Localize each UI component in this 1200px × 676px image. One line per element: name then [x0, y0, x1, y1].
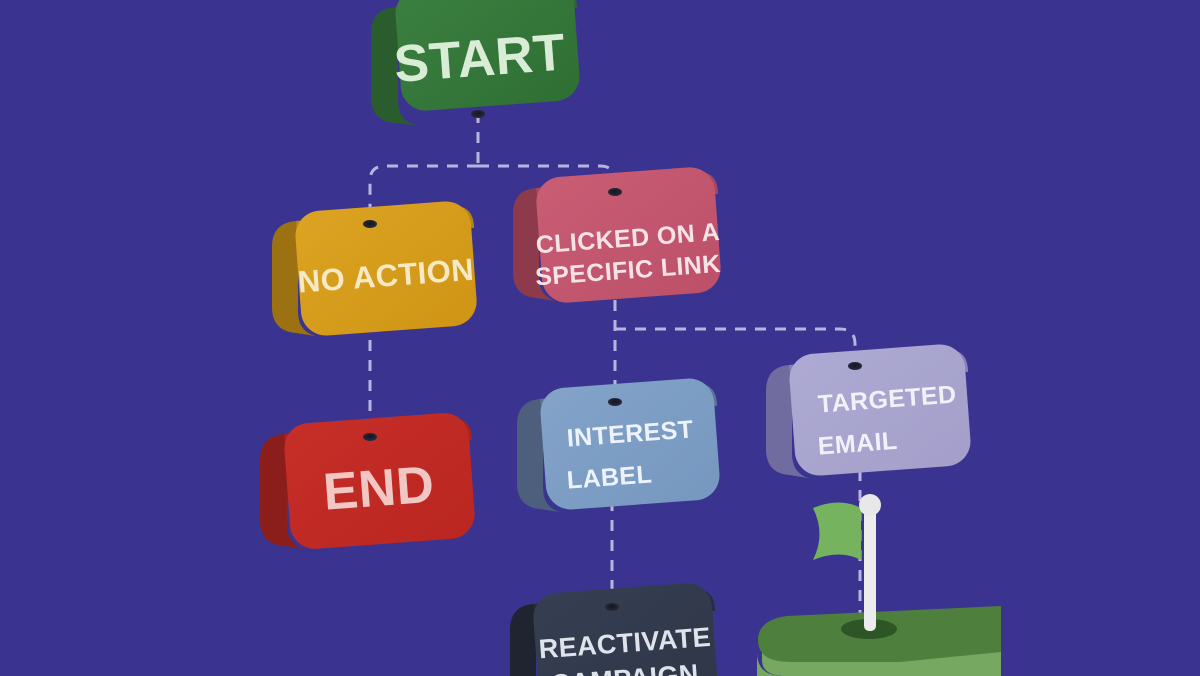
goal-flag-group[interactable]: [757, 494, 1001, 676]
node-reactivate-campaign[interactable]: REACTIVATE CAMPAIGN: [510, 582, 719, 676]
node-clicked-front-face: [536, 167, 721, 303]
node-start[interactable]: START: [371, 0, 581, 126]
node-interest-front-face: [540, 378, 720, 510]
node-no-action-front-face: [295, 201, 477, 336]
node-no-action[interactable]: NO ACTION: [272, 200, 478, 338]
node-start-front-face: [395, 0, 580, 111]
node-reactivate-front-face: [533, 583, 718, 676]
node-interest-pin-anchor: [608, 398, 622, 406]
node-end-pin-anchor: [363, 433, 377, 441]
node-no-action-pin-anchor: [363, 220, 377, 228]
node-targeted-side-face: [766, 364, 815, 479]
node-targeted-email[interactable]: TARGETED EMAIL: [766, 343, 972, 479]
node-interest-label[interactable]: INTEREST LABEL: [517, 377, 721, 513]
node-end-side-face: [260, 433, 310, 550]
node-start-pin-anchor: [471, 110, 485, 118]
golf-green-slab-front: [762, 636, 1001, 676]
node-reactivate-pin-anchor: [605, 603, 619, 611]
node-clicked-on-a-specific-link[interactable]: CLICKED ON A SPECIFIC LINK: [513, 166, 722, 305]
flag-pole: [864, 509, 876, 631]
node-end-front-face: [284, 413, 475, 549]
node-targeted-pin-anchor: [848, 362, 862, 370]
node-end[interactable]: END: [260, 411, 476, 550]
node-targeted-label-line-2: EMAIL: [817, 427, 899, 461]
node-start-label: START: [392, 24, 567, 94]
node-interest-side-face: [517, 398, 566, 513]
node-clicked-pin-anchor: [608, 188, 622, 196]
node-clicked-side-face: [513, 187, 562, 302]
node-no-action-side-face: [272, 220, 322, 337]
node-start-side-face: [371, 6, 422, 126]
node-interest-label-line-2: LABEL: [566, 460, 653, 494]
edge-clicked-to-targeted-email: [615, 327, 857, 363]
flag-cloth-icon: [813, 502, 861, 560]
edge-start-to-no-action: [368, 164, 478, 221]
node-targeted-front-face: [789, 344, 971, 476]
node-end-label: END: [321, 456, 436, 522]
flag-finial-ball-icon: [859, 494, 881, 516]
node-reactivate-side-face: [510, 603, 559, 676]
